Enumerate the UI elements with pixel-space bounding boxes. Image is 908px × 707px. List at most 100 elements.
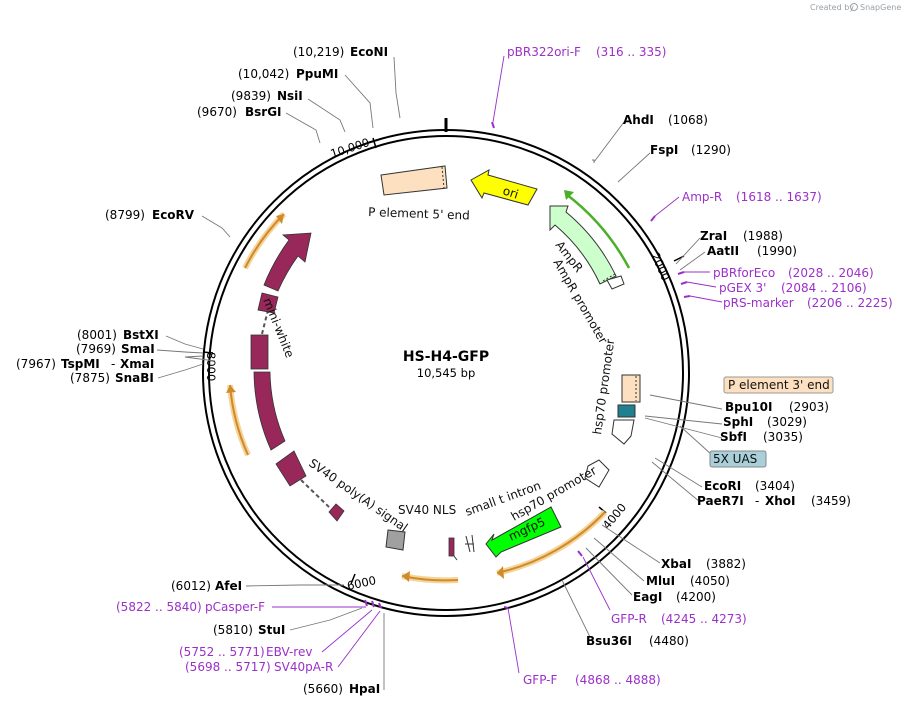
svg-text:(316 .. 335): (316 .. 335) — [596, 45, 666, 59]
site-zrai[interactable]: ZraI — [700, 229, 727, 243]
site-ppumi[interactable]: PpuMI — [296, 67, 338, 81]
svg-text:(3029): (3029) — [767, 415, 807, 429]
label-ori: ori — [501, 184, 520, 202]
site-bstxi[interactable]: BstXI — [123, 328, 159, 342]
site-tspmi[interactable]: TspMI — [61, 357, 100, 371]
feature-label-5x-uas[interactable]: 5X UAS — [709, 450, 767, 468]
svg-text:(3882): (3882) — [706, 557, 746, 571]
primer-gfp-f[interactable]: GFP-F — [523, 673, 558, 687]
label-sv40-nls: SV40 NLS — [398, 503, 456, 517]
svg-text:(5810): (5810) — [213, 623, 253, 637]
svg-text:(4480): (4480) — [649, 634, 689, 648]
svg-text:(9839): (9839) — [231, 89, 271, 103]
svg-text:(5822 .. 5840): (5822 .. 5840) — [116, 600, 202, 614]
site-eagi[interactable]: EagI — [633, 590, 662, 604]
site-afei[interactable]: AfeI — [215, 579, 242, 593]
site-snabi[interactable]: SnaBI — [115, 371, 154, 385]
plasmid-length: 10,545 bp — [417, 366, 476, 380]
svg-text:(7875): (7875) — [70, 371, 110, 385]
svg-text:(2028 .. 2046): (2028 .. 2046) — [788, 266, 874, 280]
primer-leader-lines — [272, 55, 723, 674]
feature-sv40-polya[interactable]: SV40 poly(A) signal — [306, 456, 410, 551]
site-aatii[interactable]: AatII — [707, 244, 739, 258]
site-mlui[interactable]: MluI — [646, 574, 675, 588]
svg-text:(6012): (6012) — [171, 579, 211, 593]
primer-pbr322ori-f[interactable]: pBR322ori-F — [507, 45, 581, 59]
svg-text:(5660): (5660) — [303, 682, 343, 696]
backbone-inner-ring — [208, 135, 684, 611]
primer-pcasper-f[interactable]: pCasper-F — [205, 600, 265, 614]
svg-text:(8001): (8001) — [77, 328, 117, 342]
site-xmai[interactable]: XmaI — [120, 357, 154, 371]
primer-pgex-3[interactable]: pGEX 3' — [719, 281, 766, 295]
site-ecori[interactable]: EcoRI — [704, 479, 741, 493]
primer-amp-r[interactable]: Amp-R — [682, 190, 722, 204]
svg-text:(3035): (3035) — [763, 430, 803, 444]
label-p-element-5: P element 5' end — [368, 205, 470, 223]
feature-sv40-nls[interactable]: SV40 NLS — [398, 503, 458, 561]
svg-text:(7967): (7967) — [16, 357, 56, 371]
tick-label-2000: 2000 — [648, 251, 673, 283]
svg-text:(3459): (3459) — [811, 494, 851, 508]
site-bsrgi[interactable]: BsrGI — [245, 105, 282, 119]
site-bpu10i[interactable]: Bpu10I — [725, 400, 772, 414]
svg-text:(3404): (3404) — [755, 479, 795, 493]
snapgene-credit: Created by SnapGene — [810, 3, 901, 12]
site-econi[interactable]: EcoNI — [350, 45, 388, 59]
label-hsp70-promoter-right: hsp70 promoter — [590, 338, 617, 435]
svg-text:(2206 .. 2225): (2206 .. 2225) — [807, 296, 893, 310]
svg-text:(1988): (1988) — [743, 229, 783, 243]
left-sites: (10,219) EcoNI (10,042) PpuMI (9839) Nsi… — [16, 45, 388, 696]
site-xbai[interactable]: XbaI — [661, 557, 691, 571]
primer-pbrforeco[interactable]: pBRforEco — [713, 266, 775, 280]
feature-p-element-3[interactable] — [621, 374, 641, 403]
primer-markers — [364, 121, 691, 609]
feature-ori[interactable]: ori — [470, 169, 538, 206]
svg-text:(5752 .. 5771): (5752 .. 5771) — [179, 645, 265, 659]
svg-text:(8799): (8799) — [105, 208, 145, 222]
svg-text:(5698 .. 5717): (5698 .. 5717) — [185, 660, 271, 674]
svg-text:(1618 .. 1637): (1618 .. 1637) — [736, 190, 822, 204]
site-nsii[interactable]: NsiI — [277, 89, 303, 103]
site-hpai[interactable]: HpaI — [349, 682, 380, 696]
svg-text:(7969): (7969) — [76, 342, 116, 356]
site-smai[interactable]: SmaI — [121, 342, 155, 356]
svg-text:(1068): (1068) — [668, 113, 708, 127]
feature-label-p-element-3[interactable]: P element 3' end — [723, 376, 834, 394]
site-bsu36i[interactable]: Bsu36I — [586, 634, 632, 648]
primer-gfp-r[interactable]: GFP-R — [611, 612, 647, 626]
orange-arcs — [226, 211, 608, 584]
site-sbfi[interactable]: SbfI — [720, 430, 747, 444]
ampr-highlight-arc — [565, 193, 631, 269]
svg-text:(10,042): (10,042) — [238, 67, 289, 81]
site-ecorv[interactable]: EcoRV — [152, 208, 195, 222]
site-paer7i[interactable]: PaeR7I — [697, 494, 744, 508]
site-stui[interactable]: StuI — [258, 623, 285, 637]
svg-text:(1990): (1990) — [757, 244, 797, 258]
credit-brand: SnapGene — [860, 3, 901, 12]
site-fspi[interactable]: FspI — [650, 143, 678, 157]
svg-text:(4868 .. 4888): (4868 .. 4888) — [575, 673, 661, 687]
site-ahdi[interactable]: AhdI — [623, 113, 654, 127]
site-xhoi[interactable]: XhoI — [765, 494, 796, 508]
right-sites: AhdI (1068) FspI (1290) ZraI (1988) AatI… — [586, 113, 851, 648]
svg-text:P element 3' end: P element 3' end — [728, 378, 830, 392]
svg-text:(4245 .. 4273): (4245 .. 4273) — [661, 612, 747, 626]
snapgene-logo-icon — [850, 3, 858, 11]
svg-text:5X UAS: 5X UAS — [713, 452, 757, 466]
leader-lines — [156, 56, 723, 690]
svg-text:(1290): (1290) — [691, 143, 731, 157]
feature-p-element-5[interactable]: P element 5' end — [368, 165, 470, 223]
svg-text:(9670): (9670) — [197, 105, 237, 119]
ampr-arc-head — [564, 190, 574, 200]
primer-ebv-rev[interactable]: EBV-rev — [266, 645, 312, 659]
svg-text:(4200): (4200) — [676, 590, 716, 604]
plasmid-name: HS-H4-GFP — [403, 349, 489, 365]
site-sphi[interactable]: SphI — [723, 415, 753, 429]
svg-text:(2903): (2903) — [789, 400, 829, 414]
svg-text:(10,219): (10,219) — [293, 45, 344, 59]
primer-sv40pa-r[interactable]: SV40pA-R — [274, 660, 333, 674]
svg-text:(2084 .. 2106): (2084 .. 2106) — [781, 281, 867, 295]
primer-prs-marker[interactable]: pRS-marker — [723, 296, 794, 310]
